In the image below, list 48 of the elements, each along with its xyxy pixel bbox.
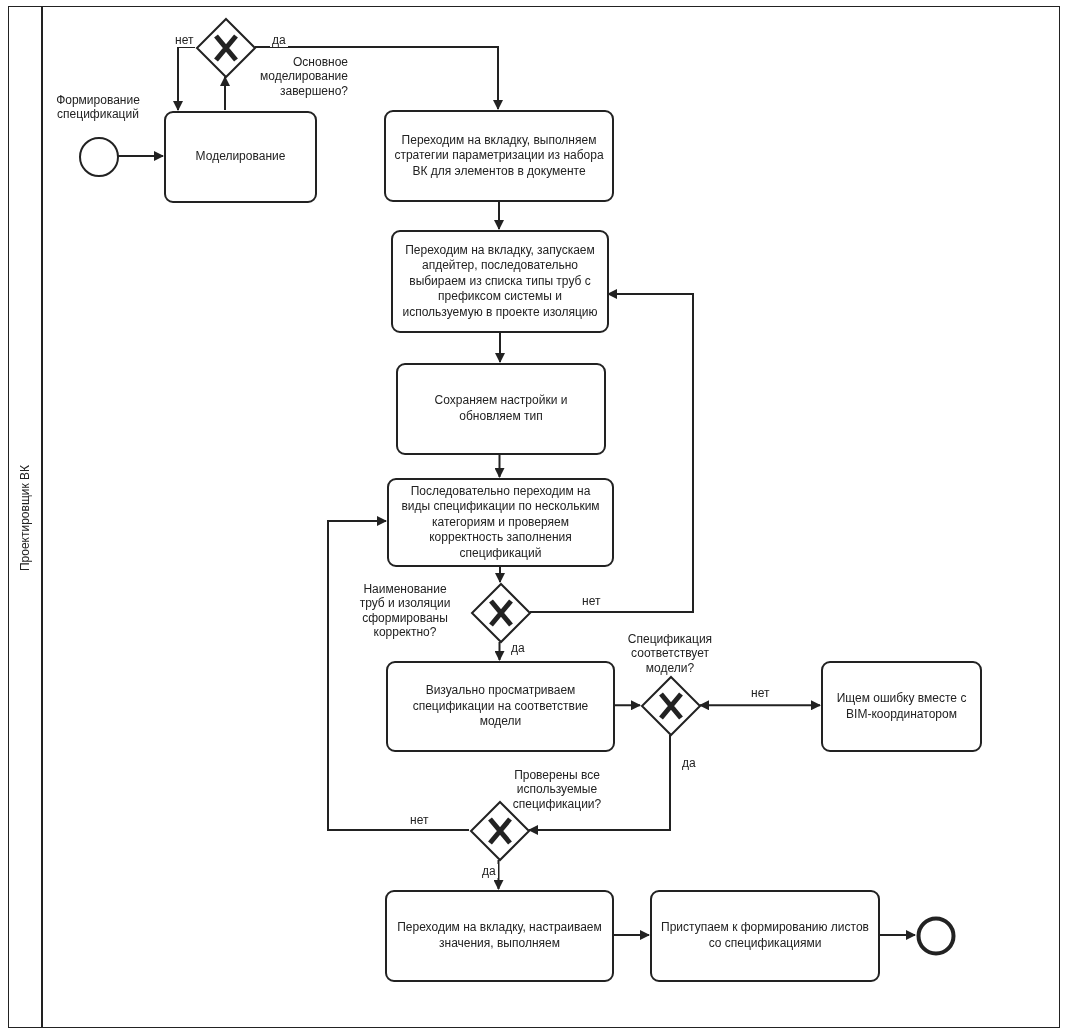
sequence-arrow <box>613 700 641 711</box>
gateway-question: Проверены все используемые спецификации? <box>511 768 603 812</box>
sequence-arrow <box>612 930 650 940</box>
sequence-arrow <box>254 46 503 110</box>
sequence-arrow <box>699 700 821 711</box>
sequence-arrow <box>494 641 505 661</box>
sequence-arrow <box>878 930 916 940</box>
swimlane <box>8 6 1060 1028</box>
gateway-question: Спецификация соответствует модели? <box>626 632 714 676</box>
sequence-arrow <box>495 565 505 583</box>
task-text: Переходим на вкладку, настраиваем значения, выполняем <box>396 920 603 952</box>
lane-title: Проектировщик ВК <box>17 464 33 572</box>
sequence-arrow <box>117 151 164 161</box>
task-text: Моделирование <box>195 149 286 165</box>
sequence-arrow <box>220 76 230 111</box>
edge-label: да <box>480 864 498 879</box>
sequence-arrow <box>529 289 694 613</box>
task-text: Последовательно переходим на виды спецификации по нескольким категориям и проверяем корректность заполнения спецификаций <box>400 483 601 562</box>
gateway-question: Наименование труб и изоляции сформированы корректно? <box>358 582 452 640</box>
task-text: Переходим на вкладку, запускаем апдейтер, последовательно выбираем из списка типы труб с префиксом системы и используемую в проекте изоляцию <box>401 242 599 321</box>
task-box <box>385 890 614 982</box>
end-event-circle <box>916 916 956 956</box>
sequence-arrow <box>327 516 470 831</box>
sequence-arrow <box>528 734 671 835</box>
task-text: Сохраняем настройки и обновляем тип <box>433 393 569 425</box>
task-text: Переходим на вкладку, выполняем стратегии параметризации из набора ВК для элементов в документе <box>394 132 604 180</box>
sequence-arrow <box>494 453 505 478</box>
task-box <box>650 890 880 982</box>
gateway-diamond <box>471 583 531 643</box>
sequence-arrow <box>495 331 505 363</box>
gateway-question: Основное моделирование завершено? <box>259 55 348 99</box>
gateway-question: Формирование спецификаций <box>55 93 141 122</box>
sequence-arrow <box>493 859 504 890</box>
gateway-diamond <box>196 18 256 78</box>
task-text: Приступаем к формированию листов со спецификациями <box>660 920 870 952</box>
gateway-diamond <box>641 676 701 736</box>
task-box <box>391 230 609 333</box>
task-text: Визуально просматриваем спецификации на соответствие модели <box>411 683 590 730</box>
task-box <box>821 661 982 752</box>
sequence-arrow <box>173 46 196 111</box>
sequence-arrow <box>494 200 504 230</box>
start-event-circle <box>79 137 119 177</box>
task-box <box>386 661 615 752</box>
task-box <box>396 363 606 455</box>
task-text: Ищем ошибку вместе с BIM-координатором <box>835 690 968 723</box>
task-box <box>387 478 614 567</box>
task-box <box>384 110 614 202</box>
task-box <box>164 111 317 203</box>
